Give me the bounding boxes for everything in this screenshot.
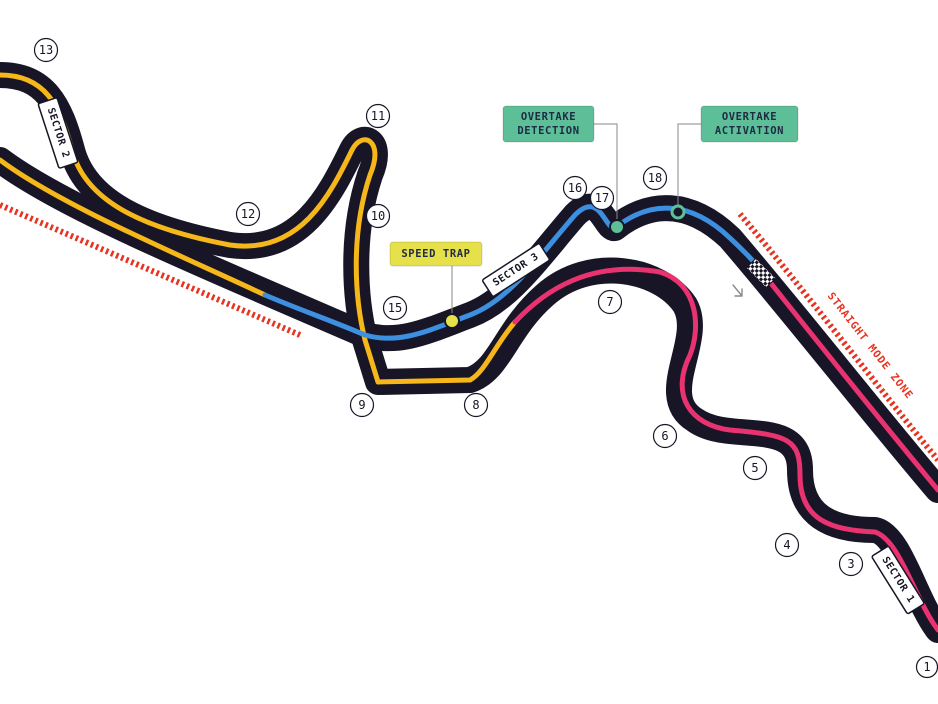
overtake-activation-line-2: ACTIVATION: [715, 125, 784, 137]
turn-marker-1: 1: [915, 655, 938, 679]
turn-marker-15: 15: [382, 295, 408, 321]
overtake-activation-leader: [677, 123, 701, 210]
svg-text:8: 8: [472, 398, 479, 412]
svg-text:13: 13: [39, 43, 53, 57]
sector-3-badge: SECTOR 3: [482, 243, 550, 297]
turn-marker-10: 10: [365, 203, 391, 229]
svg-text:6: 6: [661, 429, 668, 443]
turn-marker-4: 4: [774, 532, 800, 558]
turn-marker-17: 17: [589, 185, 615, 211]
overtake-detection-line-1: OVERTAKE: [521, 111, 576, 123]
svg-text:18: 18: [648, 171, 662, 185]
svg-text:3: 3: [847, 557, 854, 571]
turn-marker-16: 16: [562, 175, 588, 201]
svg-text:4: 4: [783, 538, 790, 552]
turn-marker-11: 11: [365, 103, 391, 129]
overtake-detection-leader: [594, 123, 618, 225]
svg-text:15: 15: [388, 301, 402, 315]
turn-marker-9: 9: [349, 392, 375, 418]
sector-3-path: [262, 204, 765, 341]
turn-marker-5: 5: [742, 455, 768, 481]
checkered-flag-icon: [745, 257, 777, 289]
turn-marker-3: 3: [838, 551, 864, 577]
overtake-detection-marker: [609, 219, 625, 235]
svg-text:10: 10: [371, 209, 385, 223]
direction-arrow-icon: [732, 284, 743, 297]
overtake-detection-callout: OVERTAKE DETECTION: [502, 105, 595, 143]
overtake-activation-callout: OVERTAKE ACTIVATION: [700, 105, 799, 143]
speed-trap-marker: [444, 313, 460, 329]
turn-marker-13: 13: [33, 37, 59, 63]
turn-marker-12: 12: [235, 201, 261, 227]
sector-1-main-straight: [759, 269, 938, 493]
svg-text:11: 11: [371, 109, 385, 123]
sector-2-back-straight: [0, 157, 268, 298]
turn-marker-18: 18: [642, 165, 668, 191]
svg-text:17: 17: [595, 191, 609, 205]
overtake-activation-line-1: OVERTAKE: [722, 111, 777, 123]
speed-trap-label: SPEED TRAP: [401, 248, 470, 260]
svg-text:9: 9: [358, 398, 365, 412]
overtake-detection-line-2: DETECTION: [517, 125, 579, 137]
turn-marker-6: 6: [652, 423, 678, 449]
svg-text:16: 16: [568, 181, 582, 195]
svg-text:5: 5: [751, 461, 758, 475]
svg-text:12: 12: [241, 207, 255, 221]
turn-marker-7: 7: [597, 289, 623, 315]
overtake-activation-marker: [670, 204, 686, 220]
sector-1-path: [512, 266, 938, 633]
svg-text:7: 7: [606, 295, 613, 309]
svg-text:1: 1: [923, 660, 930, 674]
speed-trap-callout: SPEED TRAP: [389, 241, 483, 267]
turn-marker-8: 8: [463, 392, 489, 418]
